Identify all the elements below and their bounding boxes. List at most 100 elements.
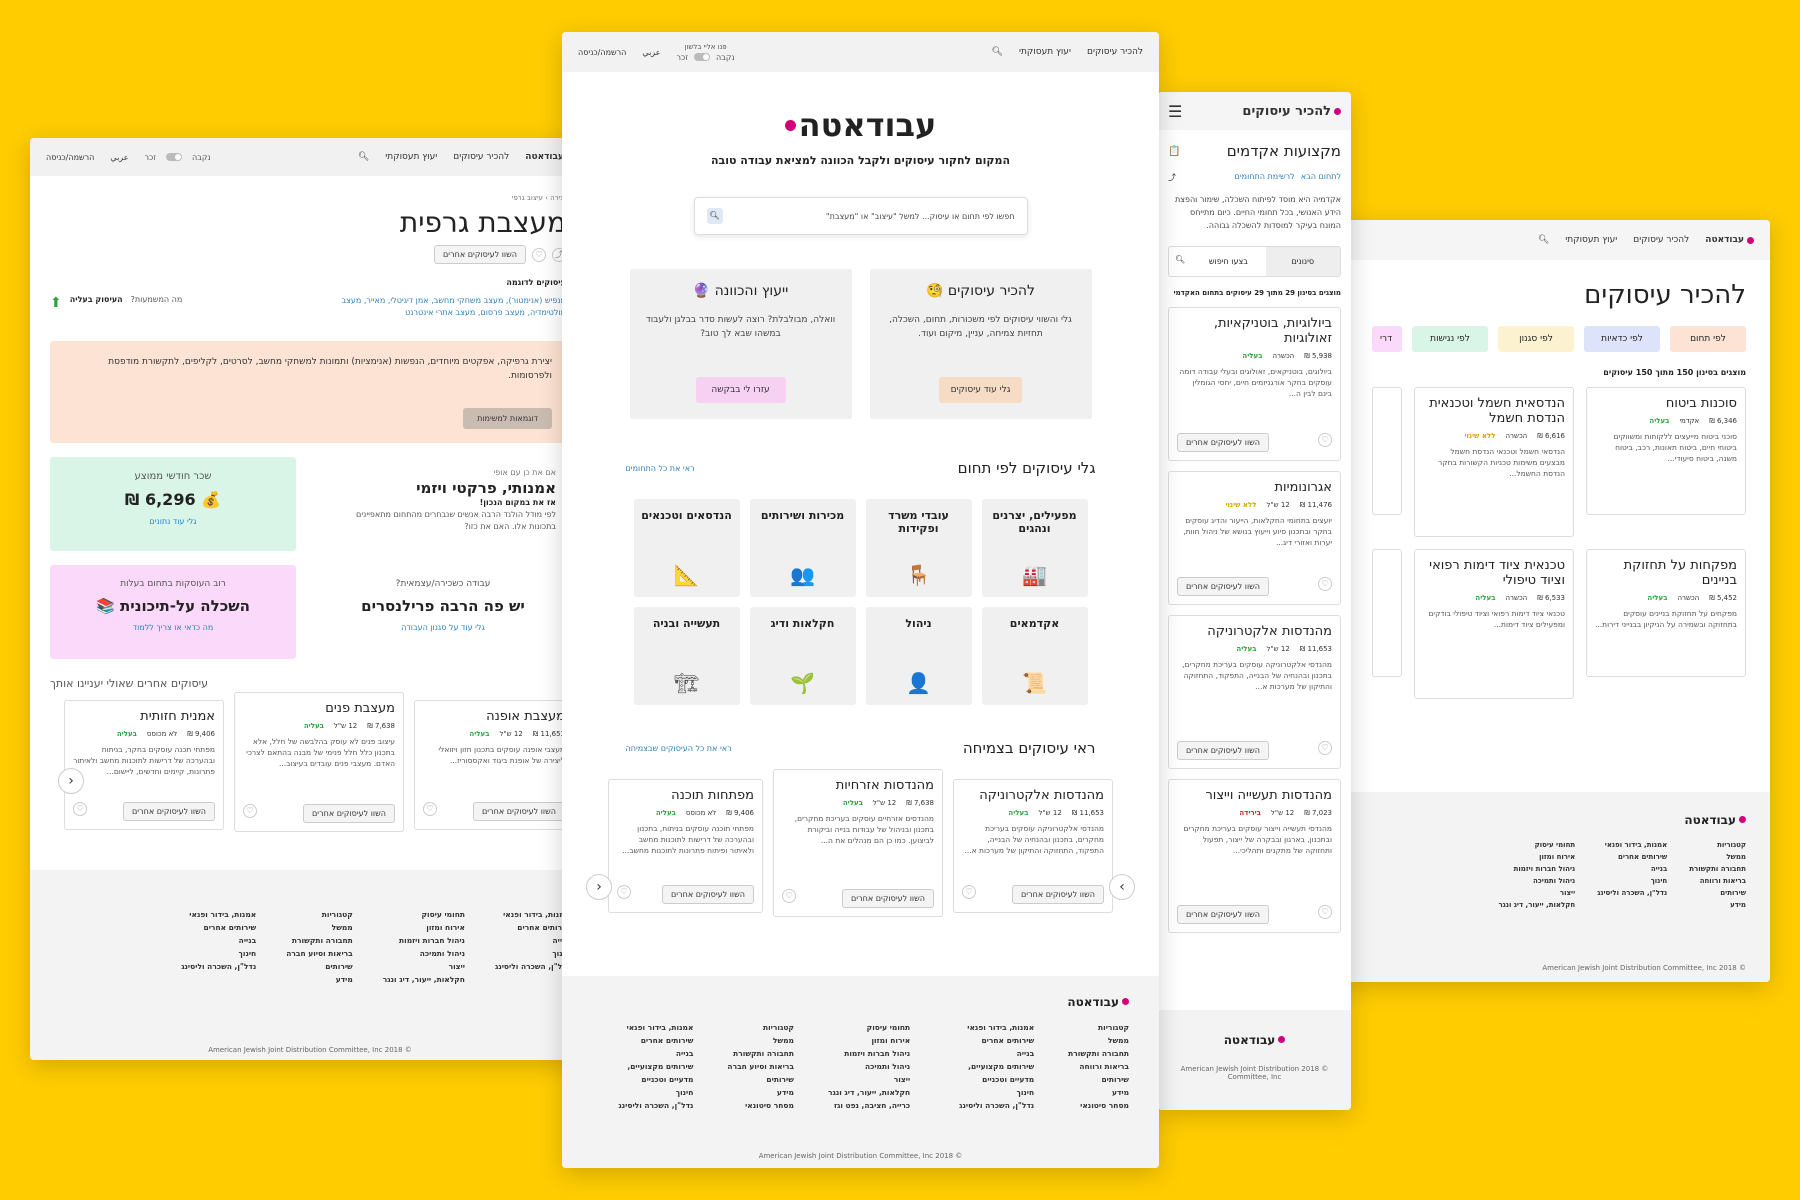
field-tile[interactable]: תעשייה ובניה🏗 — [633, 607, 740, 705]
learn-more-button[interactable]: גלי עוד עיסוקים — [938, 377, 1023, 403]
salary-link[interactable]: גלי עוד נתונים — [149, 517, 197, 526]
footer-link[interactable]: שירותים אחרים — [203, 923, 257, 932]
footer-link[interactable]: ניהול חברות ויזמות — [844, 1048, 911, 1058]
heart-icon[interactable]: ♡ — [1318, 741, 1332, 755]
footer-link[interactable]: חקלאות, ייעור, דיג ונגר — [827, 1087, 911, 1097]
nav-advice[interactable]: יעוץ תעסוקתי — [1018, 47, 1071, 57]
footer-link[interactable]: שירותים — [766, 1074, 794, 1084]
field-tile[interactable]: מכירות ושירותים👥 — [749, 499, 856, 597]
footer-link[interactable]: שירותים אחרים — [517, 923, 570, 932]
footer-link[interactable]: תחבורה ותקשורת — [1068, 1048, 1129, 1058]
card-compare-button[interactable]: השוו לעיסוקים אחרים — [1177, 905, 1270, 924]
footer-link[interactable]: שירותים אחרים — [981, 1035, 1035, 1045]
gender-toggle[interactable] — [694, 53, 711, 61]
heart-icon[interactable]: ♡ — [1318, 433, 1332, 447]
help-me-button[interactable]: עזרו לי בבקשה — [695, 377, 786, 403]
footer-link[interactable]: מסחר סיטונאי — [1080, 1100, 1129, 1110]
footer-link[interactable]: חקלאות, ייעור, דיג ונגר — [1498, 900, 1576, 909]
carousel-prev-button[interactable]: ‹ — [586, 874, 612, 900]
footer-link[interactable]: ממשל — [772, 1035, 794, 1045]
footer-link[interactable]: נדל"ן, השכרה וליסינג — [618, 1100, 694, 1110]
tab-search[interactable]: בצעו חיפוש — [1208, 257, 1248, 266]
heart-icon[interactable]: ♡ — [73, 802, 87, 816]
heart-icon[interactable]: ♡ — [782, 889, 796, 903]
compare-button[interactable]: השוו לעיסוקים אחרים — [433, 245, 526, 264]
footer-link[interactable]: שירותים מקצועיים, מדעיים וטכניים — [627, 1061, 694, 1084]
footer-link[interactable]: מידע — [335, 975, 353, 984]
search-icon[interactable]: 🔍︎ — [991, 47, 1003, 57]
breadcrumb[interactable]: יצירה › עיצוב גרפי — [511, 194, 566, 202]
search-input[interactable]: חפשו לפי תחום או עיסוק... למשל "עיצוב" א… — [825, 211, 1015, 221]
footer-link[interactable]: אירוח ומזון — [1539, 852, 1576, 861]
nav-learn[interactable]: להכיר עיסוקים — [1086, 47, 1143, 57]
card-compare-button[interactable]: השוו לעיסוקים אחרים — [1177, 741, 1270, 760]
footer-link[interactable]: חקלאות, ייעור, דיג ונגר — [382, 975, 465, 984]
footer-link[interactable]: שירותים מקצועיים, מדעיים וטכניים — [968, 1061, 1035, 1084]
heart-icon[interactable]: ♡ — [617, 885, 631, 899]
tasks-button[interactable]: דוגמאות למשימות — [463, 408, 552, 429]
chip-by-access[interactable]: לפי נגישות — [1412, 326, 1488, 352]
footer-link[interactable]: תחבורה ותקשורת — [291, 936, 353, 945]
all-fields-link[interactable]: ראי את כל התחומים — [625, 463, 695, 473]
footer-link[interactable]: כרייה, חציבה, נפט וגז — [833, 1100, 911, 1110]
footer-link[interactable]: אמנות, בידור ופנאי — [626, 1022, 694, 1032]
brand-logo[interactable]: עבודאטה — [1705, 235, 1754, 245]
nav-register[interactable]: הרשמה/כניסה — [578, 47, 627, 57]
career-card-partial[interactable] — [1372, 387, 1402, 515]
footer-link[interactable]: ניהול חברות ויזמות — [399, 936, 465, 945]
footer-link[interactable]: חינוך — [495, 947, 570, 960]
footer-link[interactable]: ממשל — [1107, 1035, 1129, 1045]
card-compare-button[interactable]: השוו לעיסוקים אחרים — [122, 802, 215, 821]
footer-link[interactable]: קטגוריות — [762, 1022, 794, 1032]
gender-female[interactable]: נקבה — [716, 52, 735, 62]
footer-link[interactable]: ממשל — [331, 923, 353, 932]
chip-by-style[interactable]: לפי סגנון — [1498, 326, 1574, 352]
chip-more[interactable]: דרי — [1372, 326, 1402, 352]
chip-by-worth[interactable]: לפי כדאיות — [1584, 326, 1660, 352]
footer-link[interactable]: תחומי עיסוק — [421, 910, 465, 919]
footer-link[interactable]: ייצור — [1559, 888, 1576, 897]
footer-link[interactable]: קטגוריות — [1098, 1022, 1129, 1032]
card-compare-button[interactable]: השוו לעיסוקים אחרים — [1177, 577, 1270, 596]
gender-male[interactable]: זכר — [676, 52, 689, 62]
footer-link[interactable]: חינוך — [675, 1087, 694, 1097]
meaning-link[interactable]: מה המשמעות? — [130, 295, 183, 304]
heart-icon[interactable]: ♡ — [532, 247, 546, 262]
heart-icon[interactable]: ♡ — [1318, 577, 1332, 591]
field-tile[interactable]: עובדי משרד ופקידות🪑 — [865, 499, 972, 597]
footer-link[interactable]: תחומי עיסוק — [866, 1022, 911, 1032]
footer-link[interactable]: ייצור — [448, 962, 465, 971]
card-compare-button[interactable]: השוו לעיסוקים אחרים — [472, 802, 565, 821]
footer-link[interactable]: שירותים — [1101, 1074, 1129, 1084]
heart-icon[interactable]: ♡ — [423, 802, 437, 816]
footer-link[interactable]: ייצור — [893, 1074, 911, 1084]
footer-link[interactable]: תחומי עיסוק — [1534, 840, 1576, 849]
nav-arabic[interactable]: عربي — [110, 152, 129, 162]
footer-link[interactable]: בנייה — [495, 934, 570, 947]
footer-link[interactable]: נדל"ן, השכרה וליסינג — [181, 962, 257, 971]
gender-female[interactable]: נקבה — [192, 152, 211, 162]
nav-advice[interactable]: יעוץ תעסוקתי — [385, 152, 438, 162]
footer-link[interactable]: אמנות, בידור ופנאי — [1604, 840, 1668, 849]
footer-link[interactable]: תחבורה ותקשורת — [1689, 864, 1746, 873]
footer-link[interactable]: נדל"ן, השכרה וליסינג — [959, 1100, 1035, 1110]
card-compare-button[interactable]: השוו לעיסוקים אחרים — [841, 889, 934, 908]
field-tile[interactable]: ניהול👤 — [865, 607, 972, 705]
nav-arabic[interactable]: عربي — [642, 47, 661, 57]
footer-link[interactable]: חינוך — [238, 949, 257, 958]
career-card[interactable]: טכנאית ציוד דימות רפואי וציוד טיפולי 6,5… — [1414, 549, 1574, 699]
footer-link[interactable]: אמנות, בידור ופנאי — [503, 910, 570, 919]
footer-link[interactable]: ניהול ותמיכה — [864, 1061, 911, 1071]
footer-link[interactable]: בריאות וסיוע חברה — [286, 949, 353, 958]
field-tile[interactable]: חקלאות ודיג🌱 — [749, 607, 856, 705]
